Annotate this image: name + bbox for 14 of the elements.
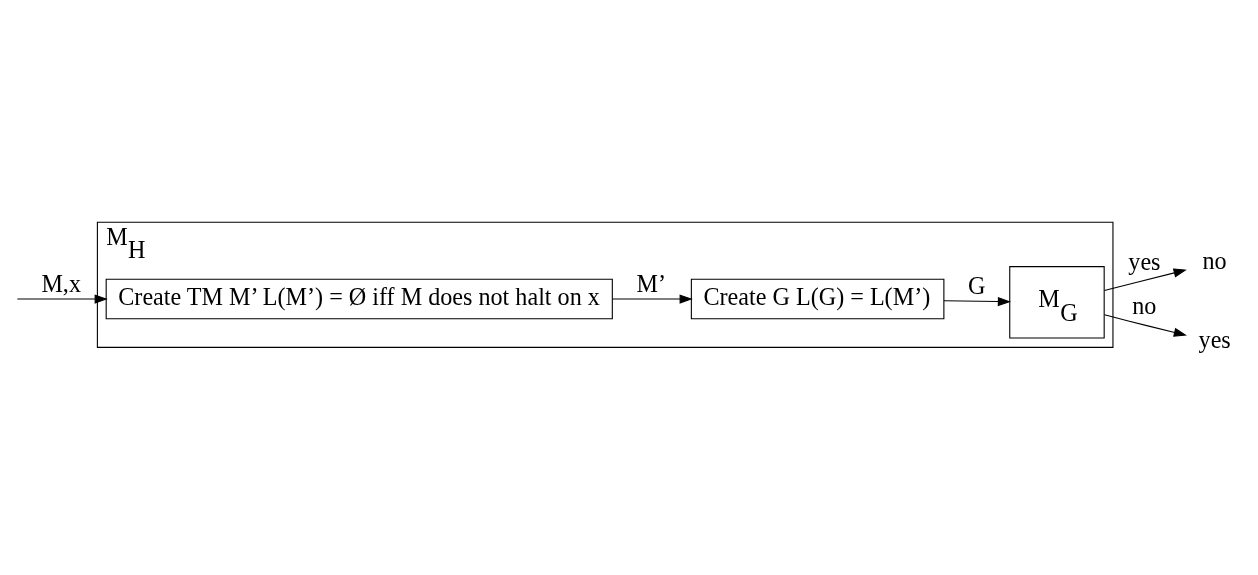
edge-label: no xyxy=(1132,291,1157,319)
arrow xyxy=(1103,268,1187,292)
edge-label: yes xyxy=(1128,248,1161,276)
edge-label: M’ xyxy=(636,270,666,297)
node-text: no xyxy=(1202,246,1227,274)
arrow xyxy=(943,296,1012,307)
node-box: Create G L(G) = L(M’) xyxy=(690,278,945,320)
edge-label: M,x xyxy=(41,270,81,297)
edge-label: G xyxy=(968,272,986,300)
arrow xyxy=(16,294,108,304)
node-box: Create TM M’ L(M’) = Ø iff M does not halt on x xyxy=(105,278,613,320)
arrow xyxy=(611,294,693,304)
node-text: yes xyxy=(1198,325,1231,353)
arrow xyxy=(1103,314,1187,337)
